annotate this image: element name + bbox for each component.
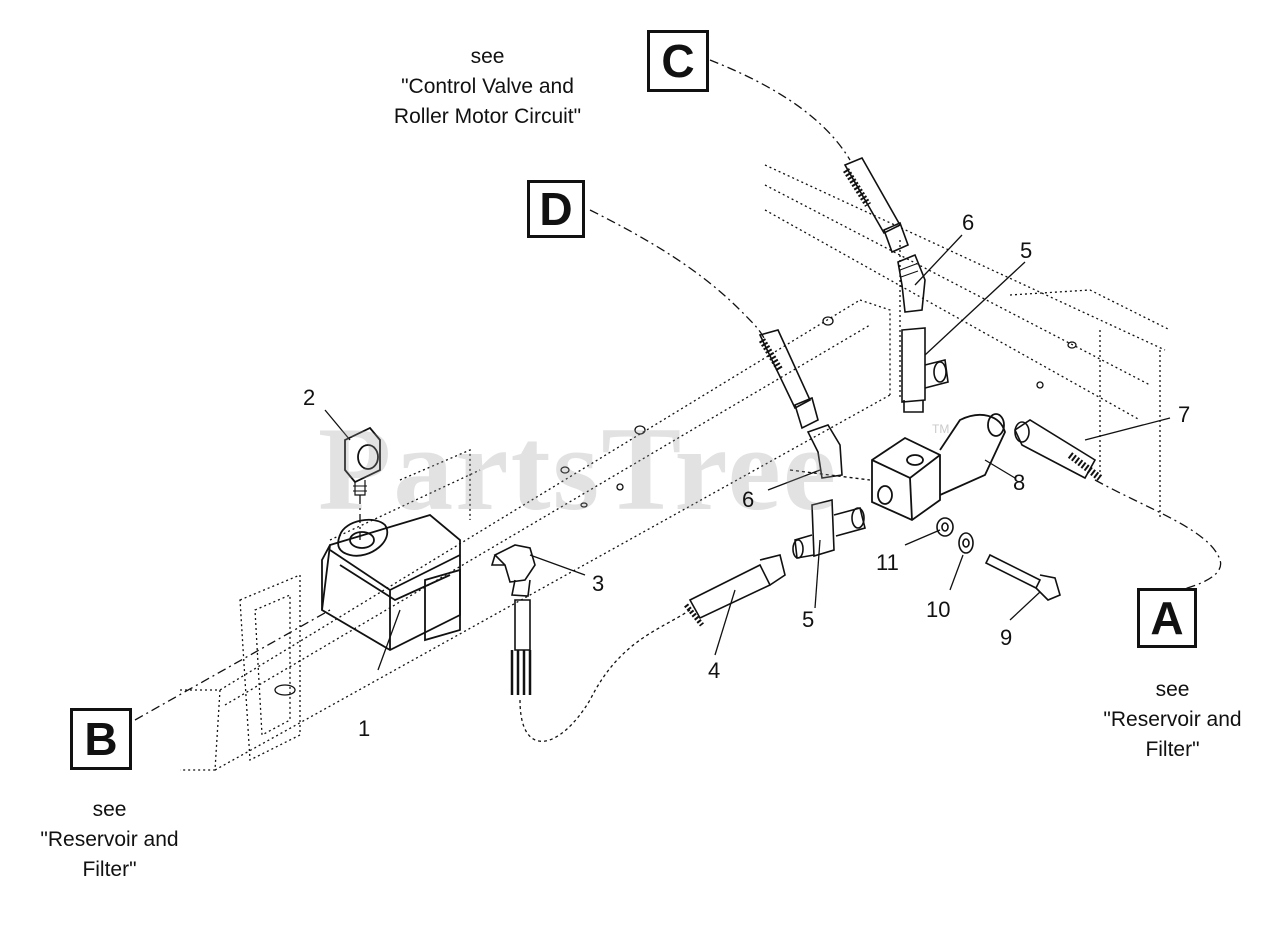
part-5-lower-tee	[793, 500, 865, 558]
hose-routing-lines	[135, 60, 1221, 720]
part-leader-lines	[325, 235, 1170, 670]
part-number-3: 3	[592, 571, 605, 596]
frame-holes	[275, 317, 1076, 695]
watermark-brand: PartsTree	[318, 402, 838, 535]
part-number-5-upper: 5	[1020, 238, 1033, 263]
part-number-5-lower: 5	[802, 607, 815, 632]
part-10-washer	[959, 533, 973, 553]
note-c-line-1: see	[470, 45, 505, 68]
part-number-6-upper: 6	[962, 210, 975, 235]
hose-4-line	[520, 470, 870, 741]
note-b-line-1: see	[92, 798, 127, 821]
note-reservoir-a: see "Reservoir and Filter"	[1085, 675, 1260, 765]
part-6-lower-elbow	[808, 425, 842, 478]
note-b-line-3: Filter"	[82, 858, 137, 881]
hose-from-c	[845, 158, 908, 252]
watermark-trademark: TM	[932, 422, 950, 436]
note-a-line-1: see	[1155, 678, 1190, 701]
part-7-fitting	[1015, 420, 1100, 478]
part-number-6-lower: 6	[742, 487, 755, 512]
part-number-10: 10	[926, 597, 951, 622]
part-6-upper-elbow	[898, 255, 925, 312]
note-a-line-2: "Reservoir and	[1103, 708, 1242, 731]
note-c-line-2: "Control Valve and	[401, 75, 574, 98]
part-2-swivel-fitting	[345, 428, 380, 495]
part-number-1: 1	[358, 716, 371, 741]
part-11-oring	[937, 518, 953, 536]
callout-b[interactable]: B	[70, 708, 132, 770]
part-number-9: 9	[1000, 625, 1013, 650]
note-reservoir-b: see "Reservoir and Filter"	[22, 795, 197, 885]
note-c-line-3: Roller Motor Circuit"	[393, 105, 582, 128]
note-b-line-2: "Reservoir and	[40, 828, 179, 851]
callout-c[interactable]: C	[647, 30, 709, 92]
callout-a[interactable]: A	[1137, 588, 1197, 648]
part-9-bolt	[986, 555, 1060, 600]
part-1-valve-block	[322, 515, 460, 650]
part-number-4: 4	[708, 658, 721, 683]
part-number-11: 11	[876, 550, 899, 575]
part-3-elbow-fitting	[492, 545, 535, 596]
note-control-valve: see "Control Valve and Roller Motor Circ…	[365, 42, 610, 132]
frame-rail	[180, 300, 890, 770]
part-number-2: 2	[303, 385, 316, 410]
part-4-hose	[512, 555, 785, 695]
part-number-8: 8	[1013, 470, 1026, 495]
rear-frame-rail	[765, 165, 1170, 520]
note-a-line-3: Filter"	[1145, 738, 1200, 761]
part-5-upper-tee	[902, 328, 948, 412]
part-number-7: 7	[1178, 402, 1191, 427]
callout-d[interactable]: D	[527, 180, 585, 238]
part-8-relief-valve	[872, 414, 1005, 520]
hose-from-d	[760, 330, 818, 428]
